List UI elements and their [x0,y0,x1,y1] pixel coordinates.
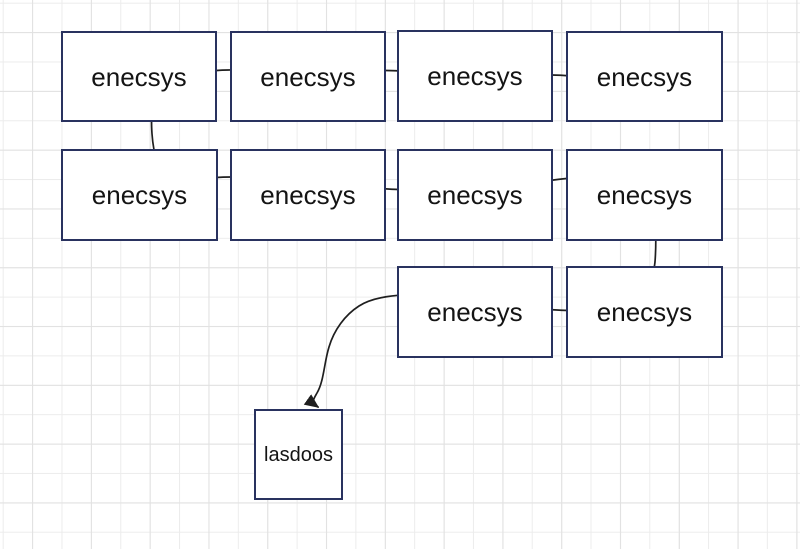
node-label: lasdoos [264,443,333,466]
diagram-node-lasdoos[interactable]: lasdoos [254,409,343,500]
diagram-node-enecsys-r2c1[interactable]: enecsys [61,149,218,241]
diagram-node-enecsys-r2c2[interactable]: enecsys [230,149,386,241]
node-label: enecsys [596,180,693,210]
node-label: enecsys [427,61,523,91]
node-label: enecsys [596,61,693,92]
diagram-node-enecsys-r1c1[interactable]: enecsys [61,31,217,122]
diagram-node-enecsys-r3c4[interactable]: enecsys [566,266,723,358]
node-label: enecsys [260,61,356,92]
node-label: enecsys [596,297,693,327]
diagram-node-enecsys-r2c3[interactable]: enecsys [397,149,553,241]
diagram-node-enecsys-r3c3[interactable]: enecsys [397,266,553,358]
diagram-node-enecsys-r1c2[interactable]: enecsys [230,31,386,122]
node-label: enecsys [91,180,188,210]
node-label: enecsys [91,61,187,92]
diagram-node-enecsys-r2c4[interactable]: enecsys [566,149,723,241]
diagram-node-enecsys-r1c4[interactable]: enecsys [566,31,723,122]
diagram-node-enecsys-r1c3[interactable]: enecsys [397,30,553,122]
node-label: enecsys [427,297,523,327]
node-label: enecsys [260,180,356,210]
node-label: enecsys [427,180,523,210]
